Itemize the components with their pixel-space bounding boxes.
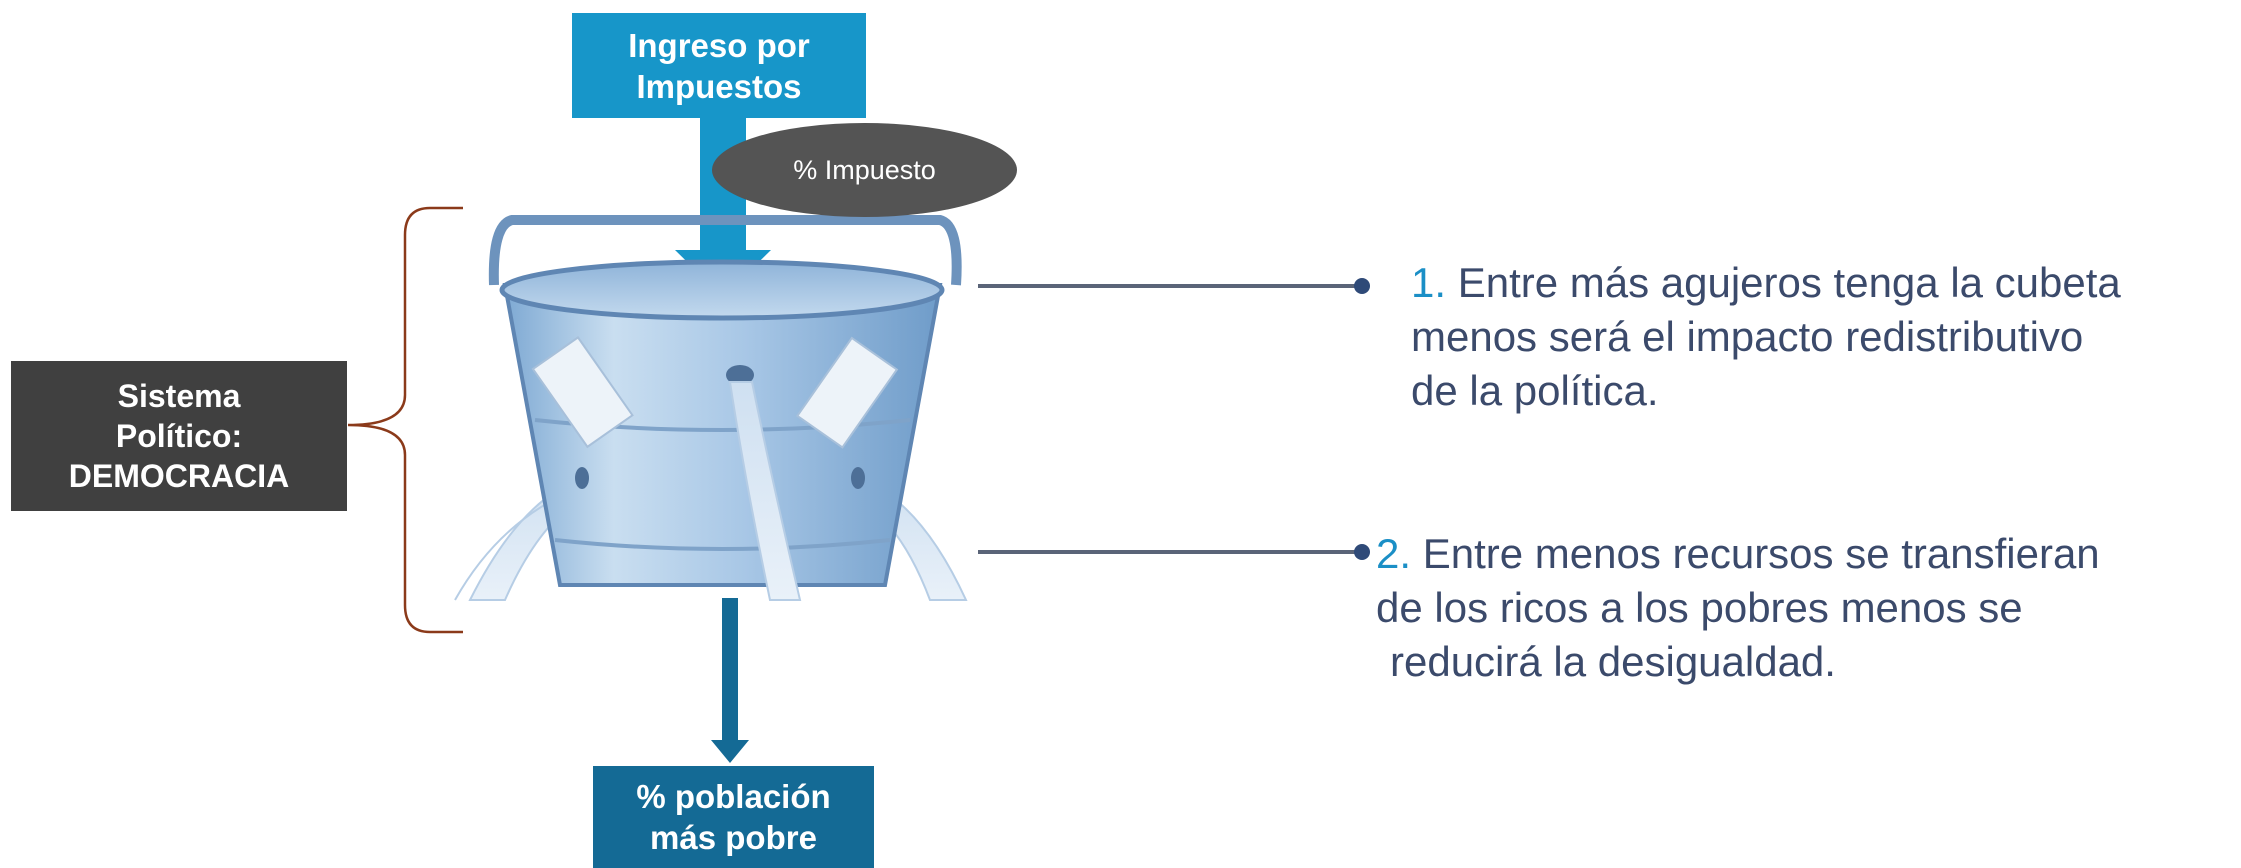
note-2: 2. Entre menos recursos se transfieran d…: [1376, 527, 2236, 689]
system-bracket: [347, 206, 463, 634]
transfer-arrow: [711, 598, 749, 763]
political-system-line3: DEMOCRACIA: [68, 458, 290, 494]
note-1-line3: de la política.: [1411, 367, 1659, 414]
tax-rate-ellipse: % Impuesto: [712, 123, 1017, 217]
note-2-line3: reducirá la desigualdad.: [1390, 638, 1836, 685]
bucket-handle: [488, 215, 962, 286]
tax-rate-label: % Impuesto: [793, 154, 936, 185]
political-system-line2: Político:: [115, 418, 243, 454]
note-2-number: 2.: [1376, 530, 1412, 577]
note-2-line1: 2. Entre menos recursos se transfieran: [1376, 527, 2236, 581]
poorest-population-line1: % población: [636, 778, 831, 815]
leaky-bucket: [499, 259, 945, 601]
political-system-line1: Sistema: [117, 378, 241, 414]
tax-income-box: Ingreso por Impuestos: [572, 13, 866, 118]
connector-line-2: [978, 544, 1370, 560]
connector-line-1: [978, 278, 1370, 294]
note-2-line2: de los ricos a los pobres menos se: [1376, 584, 2023, 631]
poorest-population-box: % población más pobre: [593, 766, 874, 868]
note-1-line2: menos será el impacto redistributivo: [1411, 313, 2084, 360]
tax-income-line2: Impuestos: [636, 67, 802, 105]
note-1-number: 1.: [1411, 259, 1447, 306]
tax-income-line1: Ingreso por: [628, 26, 810, 64]
note-1-line1: 1. Entre más agujeros tenga la cubeta: [1411, 256, 2231, 310]
note-1-text1: Entre más agujeros tenga la cubeta: [1457, 259, 2121, 306]
poorest-population-line2: más pobre: [650, 819, 817, 856]
note-2-text1: Entre menos recursos se transfieran: [1422, 530, 2100, 577]
note-1: 1. Entre más agujeros tenga la cubeta me…: [1411, 256, 2231, 418]
political-system-box: Sistema Político: DEMOCRACIA: [11, 361, 347, 511]
